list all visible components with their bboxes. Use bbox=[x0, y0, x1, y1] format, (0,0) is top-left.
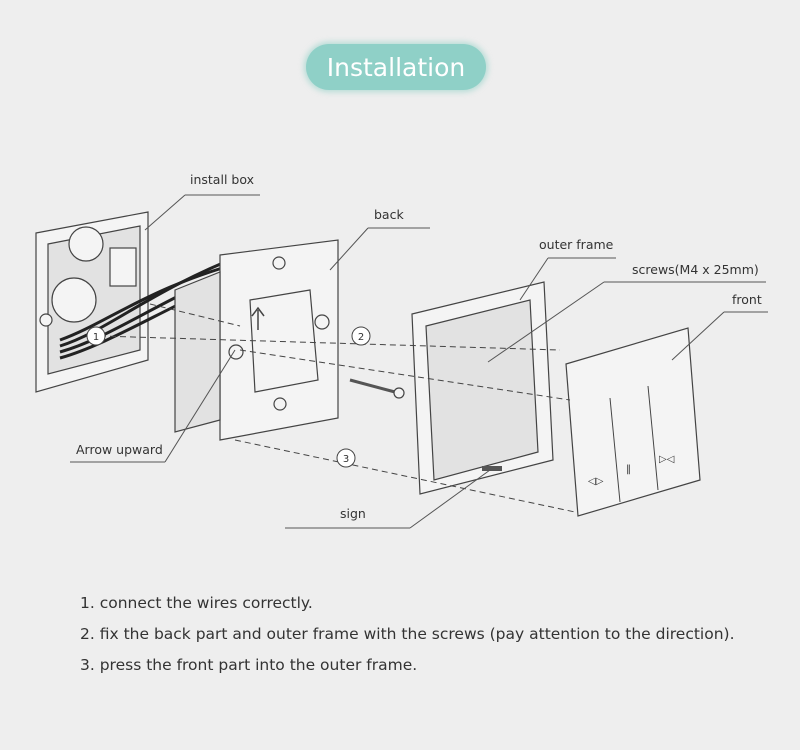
back-part bbox=[174, 239, 339, 441]
instruction-step-2: 2. fix the back part and outer frame wit… bbox=[80, 625, 735, 643]
instruction-step-1: 1. connect the wires correctly. bbox=[80, 594, 313, 612]
label-arrow-upward: Arrow upward bbox=[70, 349, 236, 463]
label-install-box: install box bbox=[144, 172, 260, 231]
instruction-list: 1. connect the wires correctly. 2. fix t… bbox=[80, 588, 735, 681]
callout-3: 3 bbox=[336, 448, 356, 468]
label-sign: sign bbox=[285, 469, 491, 529]
alignment-lines bbox=[99, 303, 576, 513]
installation-diagram: ◁▷ ‖ ▷◁ 1 2 3 install box back outer fra… bbox=[35, 172, 768, 529]
label-outer-frame: outer frame bbox=[519, 237, 616, 301]
arrow-upward-label: Arrow upward bbox=[76, 442, 163, 457]
install-box bbox=[35, 211, 149, 393]
title-badge: Installation bbox=[306, 44, 486, 90]
curtain-close-icon: ▷◁ bbox=[659, 454, 675, 465]
curtain-stop-icon: ‖ bbox=[626, 464, 631, 475]
install-box-label: install box bbox=[190, 172, 254, 187]
curtain-open-icon: ◁▷ bbox=[588, 476, 604, 487]
page-title: Installation bbox=[326, 52, 466, 82]
front-panel: ◁▷ ‖ ▷◁ bbox=[565, 327, 701, 517]
outer-frame bbox=[411, 281, 554, 495]
label-front: front bbox=[671, 292, 768, 361]
screws-label: screws(M4 x 25mm) bbox=[632, 262, 759, 277]
label-screws: screws(M4 x 25mm) bbox=[487, 262, 766, 363]
callout-2-label: 2 bbox=[358, 332, 364, 343]
callout-3-label: 3 bbox=[343, 454, 349, 465]
callout-2: 2 bbox=[351, 326, 371, 346]
instruction-step-3: 3. press the front part into the outer f… bbox=[80, 656, 418, 674]
label-back: back bbox=[329, 207, 430, 271]
sign-label: sign bbox=[340, 506, 366, 521]
back-label: back bbox=[374, 207, 404, 222]
front-label: front bbox=[732, 292, 762, 307]
callout-1: 1 bbox=[86, 326, 106, 346]
outer-frame-label: outer frame bbox=[539, 237, 614, 252]
callout-1-label: 1 bbox=[93, 332, 99, 343]
